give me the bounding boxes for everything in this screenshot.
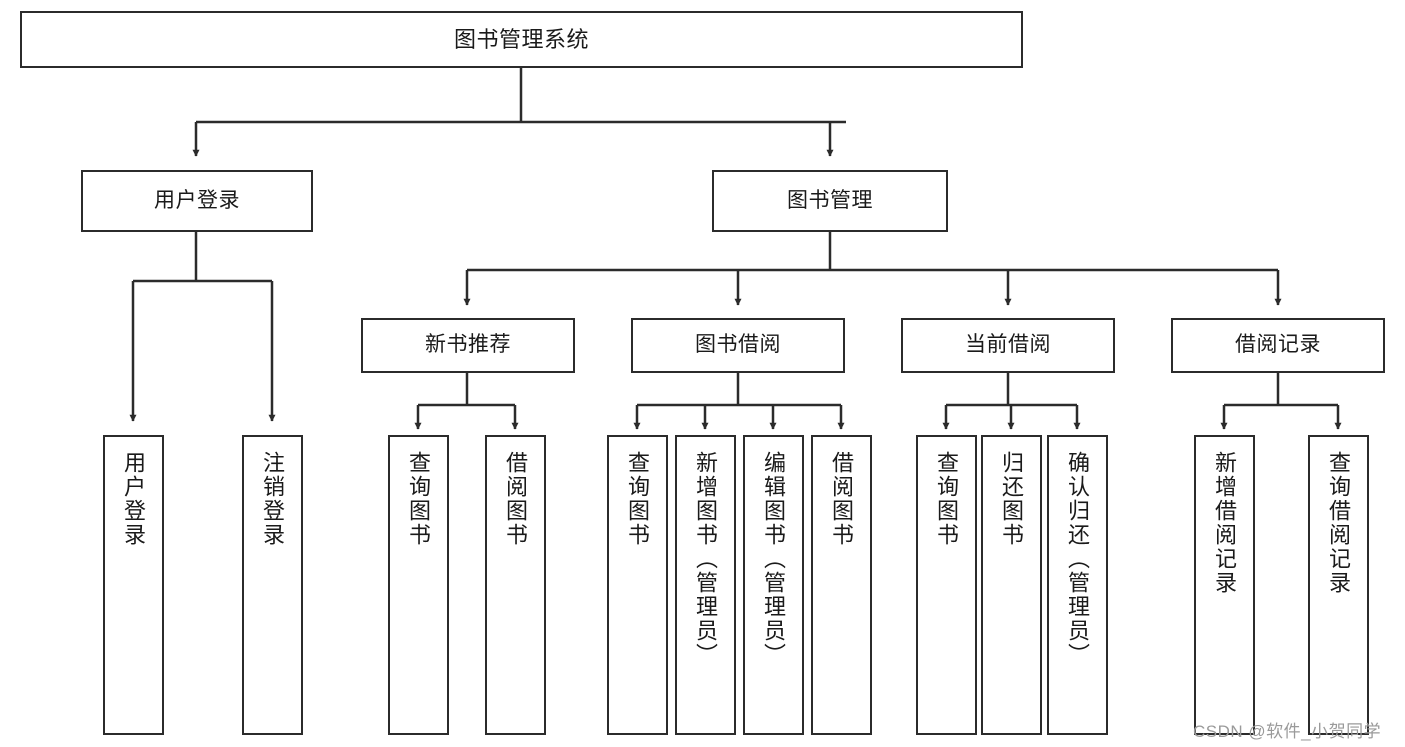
node-leaf-edit-book-admin[interactable]: 编辑图书（管理员） (743, 435, 804, 735)
node-label: 用户登录 (154, 188, 240, 212)
node-label: 查询图书 (625, 451, 651, 547)
node-book-borrowing[interactable]: 图书借阅 (631, 318, 845, 373)
node-root-book-management-system[interactable]: 图书管理系统 (20, 11, 1023, 68)
node-label: 查询图书 (934, 451, 960, 547)
node-label: 查询图书 (406, 451, 432, 547)
node-label: 图书借阅 (695, 333, 781, 357)
node-leaf-query-books-recommend[interactable]: 查询图书 (388, 435, 449, 735)
node-leaf-query-books-current[interactable]: 查询图书 (916, 435, 977, 735)
node-borrowing-record[interactable]: 借阅记录 (1171, 318, 1385, 373)
node-current-borrowing[interactable]: 当前借阅 (901, 318, 1115, 373)
node-label: 借阅图书 (829, 451, 855, 547)
node-label: 确认归还（管理员） (1065, 451, 1091, 667)
node-leaf-user-login[interactable]: 用户登录 (103, 435, 164, 735)
node-label: 归还图书 (999, 451, 1025, 547)
node-leaf-add-book-admin[interactable]: 新增图书（管理员） (675, 435, 736, 735)
node-leaf-borrow-books[interactable]: 借阅图书 (811, 435, 872, 735)
node-label: 编辑图书（管理员） (761, 451, 787, 667)
node-leaf-add-borrow-record[interactable]: 新增借阅记录 (1194, 435, 1255, 735)
node-leaf-logout[interactable]: 注销登录 (242, 435, 303, 735)
node-label: 当前借阅 (965, 333, 1051, 357)
csdn-watermark: CSDN @软件_小贺同学 (1193, 722, 1382, 741)
node-new-book-recommendation[interactable]: 新书推荐 (361, 318, 575, 373)
node-label: 图书管理系统 (453, 26, 589, 52)
node-label: 借阅图书 (503, 451, 529, 547)
node-book-management[interactable]: 图书管理 (712, 170, 948, 232)
node-label: 用户登录 (121, 451, 147, 547)
node-label: 新增图书（管理员） (693, 451, 719, 667)
node-label: 注销登录 (260, 451, 286, 547)
node-label: 借阅记录 (1235, 333, 1321, 357)
node-leaf-borrow-books-recommend[interactable]: 借阅图书 (485, 435, 546, 735)
node-leaf-return-books[interactable]: 归还图书 (981, 435, 1042, 735)
node-user-login[interactable]: 用户登录 (81, 170, 313, 232)
node-label: 查询借阅记录 (1326, 451, 1352, 595)
node-leaf-confirm-return-admin[interactable]: 确认归还（管理员） (1047, 435, 1108, 735)
node-label: 新增借阅记录 (1212, 451, 1238, 595)
node-leaf-query-borrow-record[interactable]: 查询借阅记录 (1308, 435, 1369, 735)
node-label: 图书管理 (787, 188, 873, 212)
node-leaf-query-books-borrow[interactable]: 查询图书 (607, 435, 668, 735)
node-label: 新书推荐 (425, 333, 511, 357)
